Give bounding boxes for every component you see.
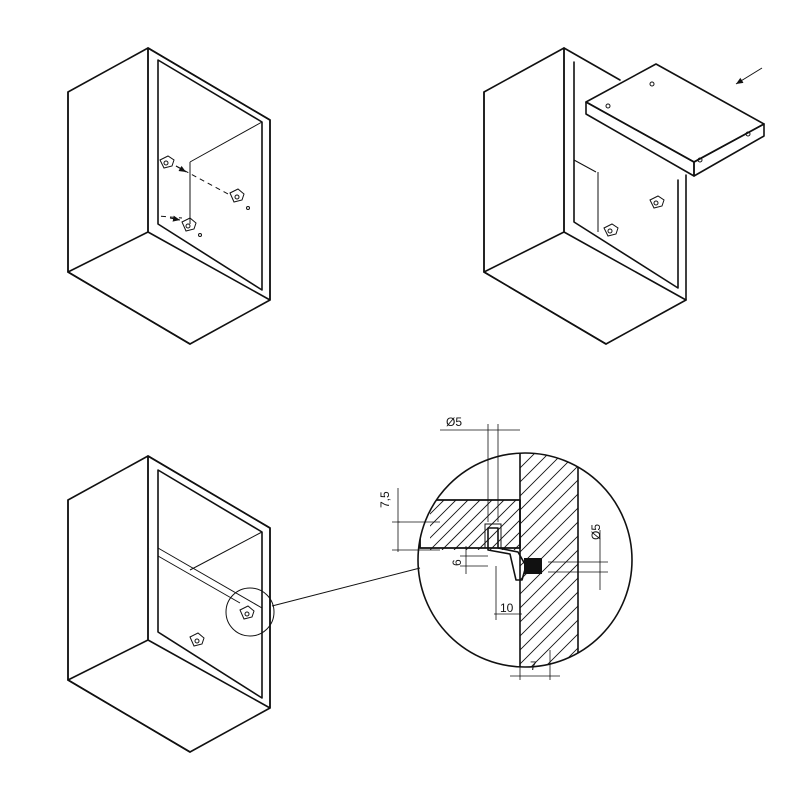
dim-height-7-5: 7,5 [378, 491, 392, 508]
hatch-line [430, 500, 469, 550]
step3-cabinet [67, 455, 421, 753]
hatch-line [545, 453, 578, 667]
hatch-line [520, 453, 578, 667]
hatch-line [520, 453, 578, 667]
shelf-pin-icon [649, 195, 665, 209]
shelf-pin-icon [189, 632, 205, 647]
hatch-line [520, 453, 578, 667]
detail-callout-circle [225, 587, 275, 637]
shelf-pin-icon [239, 605, 255, 620]
hatch-line [520, 453, 578, 667]
hatch-line [453, 500, 505, 550]
dim-height-6: 6 [450, 559, 464, 566]
hatch-line [465, 500, 517, 550]
shelf-pin-icon [159, 155, 175, 169]
shelf-pin-icon [229, 188, 250, 210]
cabinet1-side-panel [67, 47, 149, 273]
hatch-line [559, 453, 578, 667]
insert-arrow-icon [735, 67, 763, 85]
hatch-line [430, 500, 457, 550]
cabinet2-side-panel [483, 47, 565, 273]
hatch-line [513, 500, 520, 550]
hatch-line [573, 453, 578, 667]
hatch-line [520, 453, 578, 667]
hatch-line [430, 500, 481, 550]
detail-section-view: Ø5 7,5 6 10 7 Ø5 [378, 415, 633, 680]
cabinet1-front-frame [147, 47, 271, 301]
shelf-hatching [430, 500, 520, 550]
hatch-line [501, 500, 520, 550]
shelf-pin-icon [181, 217, 202, 237]
dimension-lines [392, 424, 608, 680]
hatch-line [520, 453, 578, 667]
hatch-line [430, 500, 445, 550]
step2-cabinet [483, 47, 765, 345]
dim-hole-diameter-right: Ø5 [589, 524, 603, 540]
hatch-line [520, 453, 563, 667]
dim-width-10: 10 [500, 601, 514, 615]
dim-width-7: 7 [530, 659, 537, 673]
hatch-line [520, 453, 578, 667]
shelf-board [585, 63, 765, 177]
hatch-line [520, 453, 521, 667]
hatch-line [520, 453, 577, 667]
hatch-line [441, 500, 493, 550]
hatch-line [531, 453, 578, 667]
dim-hole-diameter-top: Ø5 [446, 415, 462, 429]
cabinet3-side-panel [67, 455, 149, 681]
step1-cabinet [67, 47, 271, 345]
shelf-pin-icon [603, 223, 619, 237]
